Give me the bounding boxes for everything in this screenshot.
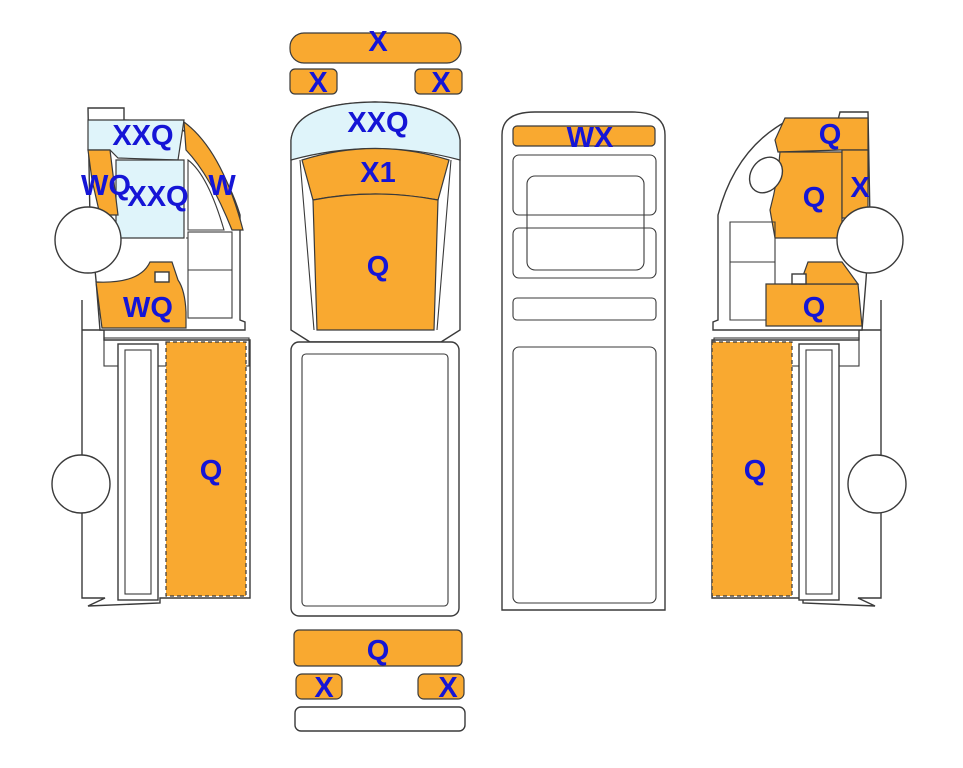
left-rear-wheel	[51, 454, 111, 514]
label-right-upper-cab: Q	[819, 119, 842, 151]
right-box-side-panel	[711, 341, 793, 597]
label-top-windshield: XXQ	[347, 107, 408, 139]
left-front-wheel	[54, 206, 122, 274]
label-top-roof: Q	[367, 251, 390, 283]
top-roof-panel	[312, 193, 439, 331]
left-side-view	[51, 107, 251, 607]
left-bed-post	[117, 343, 159, 601]
label-top-front-bumper: X	[368, 26, 388, 58]
top-rear-panel	[293, 629, 463, 667]
bottom-cab-front-panel	[512, 125, 656, 147]
right-rear-wheel	[847, 454, 907, 514]
damage-labels: XXQ WQ XXQ W WQ Q X X X XXQ X1 Q Q X X W…	[81, 26, 870, 704]
label-top-left-taillight: X	[314, 672, 334, 704]
left-roof-edge-panel	[183, 120, 244, 231]
label-left-box-side: Q	[200, 455, 223, 487]
top-right-headlight-panel	[414, 68, 463, 95]
label-top-right-headlight: X	[431, 67, 451, 99]
top-left-headlight-panel	[289, 68, 338, 95]
label-bottom-cab-front: WX	[567, 122, 614, 154]
left-box-side-panel	[165, 341, 247, 597]
bottom-cab-outline	[501, 111, 666, 611]
label-right-box-side: Q	[744, 455, 767, 487]
label-top-rear-panel: Q	[367, 635, 390, 667]
label-left-windshield: XXQ	[112, 120, 173, 152]
label-left-a-pillar: WQ	[81, 170, 131, 202]
label-left-lower-cab: WQ	[123, 292, 173, 324]
top-bed-outline	[290, 341, 460, 617]
label-top-left-headlight: X	[308, 67, 328, 99]
bottom-view	[501, 111, 666, 611]
label-right-pillar: X	[850, 172, 870, 204]
label-right-lower-cab: Q	[803, 292, 826, 324]
top-rear-bumper	[294, 706, 466, 732]
top-view	[289, 32, 466, 732]
label-left-door-glass: XXQ	[127, 181, 188, 213]
right-upper-cab-panel	[774, 117, 869, 153]
right-side-view	[711, 111, 907, 607]
top-front-bumper-panel	[289, 32, 462, 64]
top-right-taillight-panel	[417, 673, 465, 700]
right-front-wheel	[836, 206, 904, 274]
label-right-door: Q	[803, 182, 826, 214]
top-left-taillight-panel	[295, 673, 343, 700]
label-top-hood-front: X1	[360, 157, 395, 189]
label-left-roof-edge: W	[208, 170, 236, 202]
label-top-right-taillight: X	[438, 672, 458, 704]
